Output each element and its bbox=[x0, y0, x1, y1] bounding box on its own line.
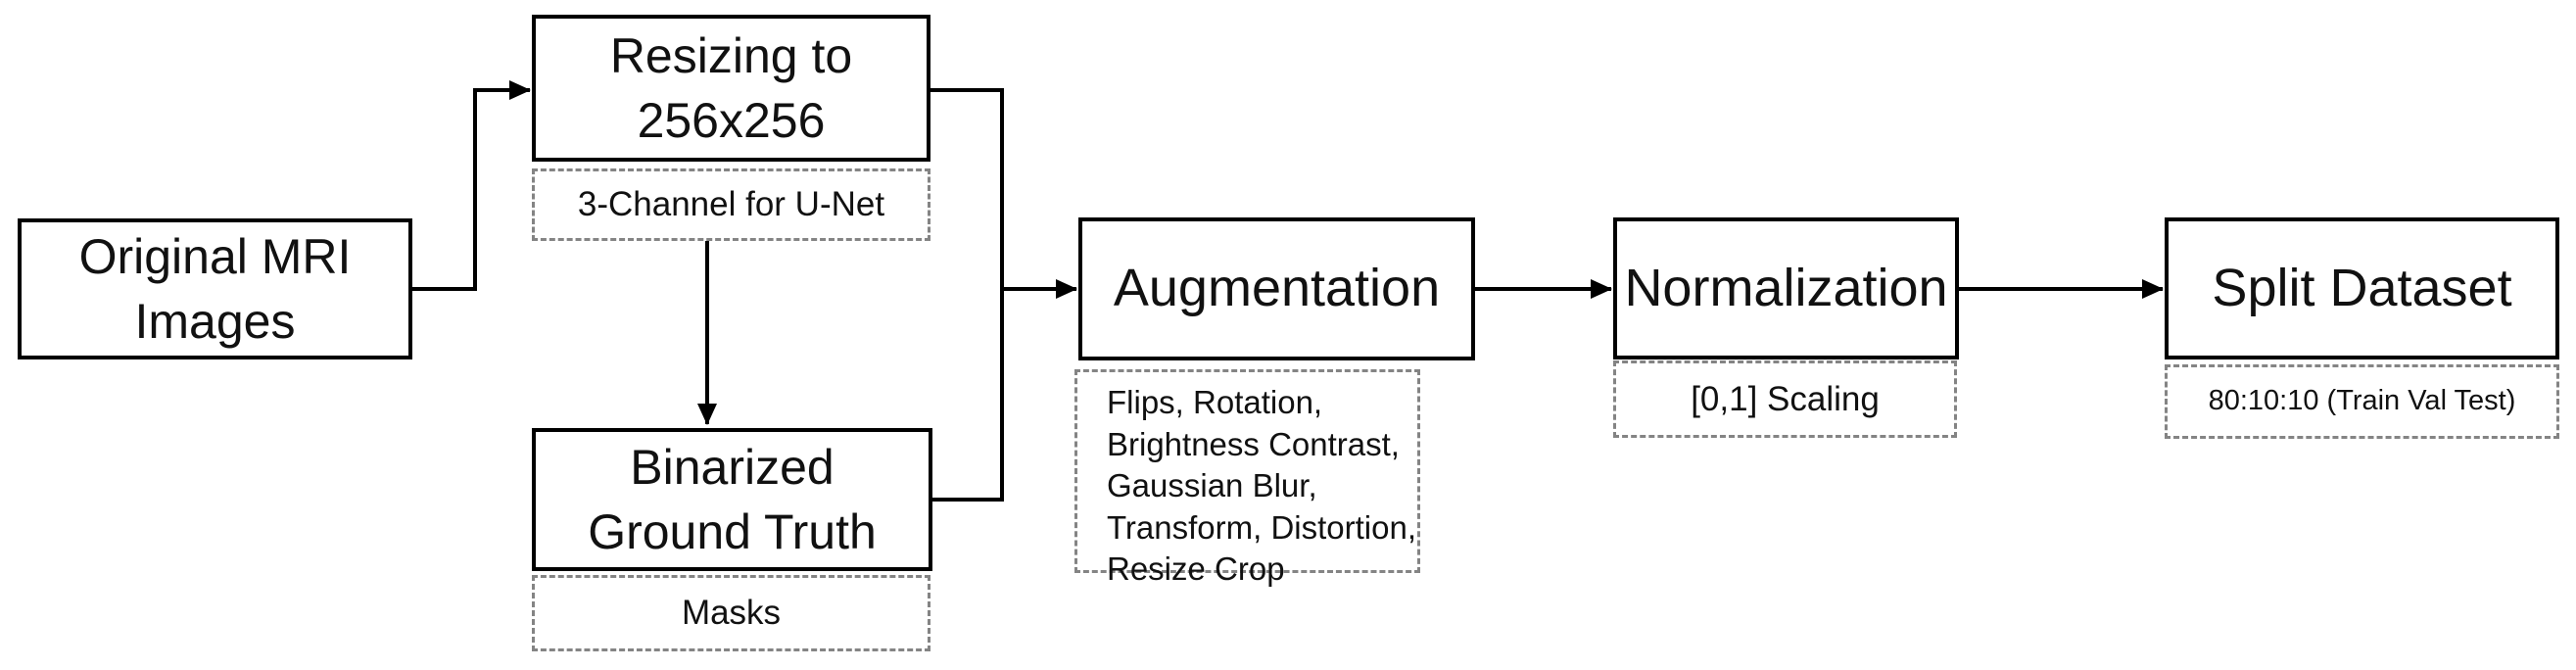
node-binarized-ground-truth: Binarized Ground Truth bbox=[532, 428, 932, 571]
node-title: Resizing to 256x256 bbox=[609, 28, 853, 148]
node-original-mri-images: Original MRI Images bbox=[18, 218, 412, 359]
note-split-ratio: 80:10:10 (Train Val Test) bbox=[2165, 364, 2559, 439]
node-title: Normalization bbox=[1624, 258, 1948, 317]
edge-merge-resizing-binarized bbox=[930, 88, 1004, 502]
note-text: 3-Channel for U-Net bbox=[577, 185, 885, 224]
node-title: Split Dataset bbox=[2212, 258, 2512, 317]
note-text: Flips, Rotation, Brightness Contrast, Ga… bbox=[1107, 384, 1417, 588]
node-title: Binarized Ground Truth bbox=[588, 440, 877, 559]
node-normalization: Normalization bbox=[1613, 217, 1959, 359]
note-text: 80:10:10 (Train Val Test) bbox=[2208, 385, 2516, 417]
note-text: [0,1] Scaling bbox=[1691, 379, 1880, 418]
node-split-dataset: Split Dataset bbox=[2165, 217, 2559, 359]
note-3-channel-for-unet: 3-Channel for U-Net bbox=[532, 168, 930, 241]
node-augmentation: Augmentation bbox=[1078, 217, 1475, 360]
node-title: Original MRI Images bbox=[78, 229, 352, 349]
note-01-scaling: [0,1] Scaling bbox=[1613, 360, 1957, 438]
node-resizing-256: Resizing to 256x256 bbox=[532, 15, 930, 162]
note-text: Masks bbox=[681, 594, 782, 633]
node-title: Augmentation bbox=[1113, 259, 1441, 318]
note-augmentation-ops: Flips, Rotation, Brightness Contrast, Ga… bbox=[1074, 369, 1420, 587]
edge-mri-to-resizing bbox=[412, 80, 531, 291]
note-masks: Masks bbox=[532, 575, 930, 651]
